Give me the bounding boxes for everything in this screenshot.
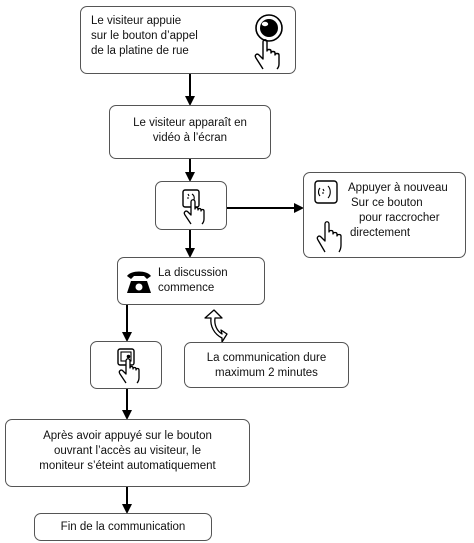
step-visitor-press: Le visiteur appuie sur le bouton d’appel…: [80, 6, 296, 74]
step-talk-button: [155, 181, 227, 230]
step-after-open-text: Après avoir appuyé sur le bouton ouvrant…: [39, 430, 216, 472]
curved-arrow-icon: [204, 309, 228, 343]
step-discussion: La discussion commence: [117, 257, 265, 305]
step-duration-text: La communication dure maximum 2 minutes: [206, 352, 327, 379]
step-end-text: Fin de la communication: [60, 521, 186, 533]
step-open-button: [90, 341, 162, 389]
step-visitor-press-text: Le visiteur appuie sur le bouton d’appel…: [91, 15, 198, 57]
door-open-button-icon: [117, 348, 140, 384]
step-hangup-note: Appuyer à nouveau Sur ce bouton pour rac…: [303, 172, 466, 258]
step-end: Fin de la communication: [34, 513, 212, 541]
step-duration: La communication dure maximum 2 minutes: [184, 342, 349, 388]
doorbell-press-icon: [254, 14, 283, 70]
talk-button-icon: [182, 189, 205, 225]
hangup-button-icon: [314, 180, 342, 253]
step-visitor-video-text: Le visiteur apparaît en vidéo à l’écran: [133, 117, 247, 144]
step-discussion-text: La discussion commence: [158, 267, 228, 294]
step-after-open: Après avoir appuyé sur le bouton ouvrant…: [5, 419, 250, 487]
telephone-icon: [127, 271, 151, 293]
step-visitor-video: Le visiteur apparaît en vidéo à l’écran: [109, 105, 271, 159]
step-hangup-note-text: Appuyer à nouveau Sur ce bouton pour rac…: [348, 182, 448, 239]
